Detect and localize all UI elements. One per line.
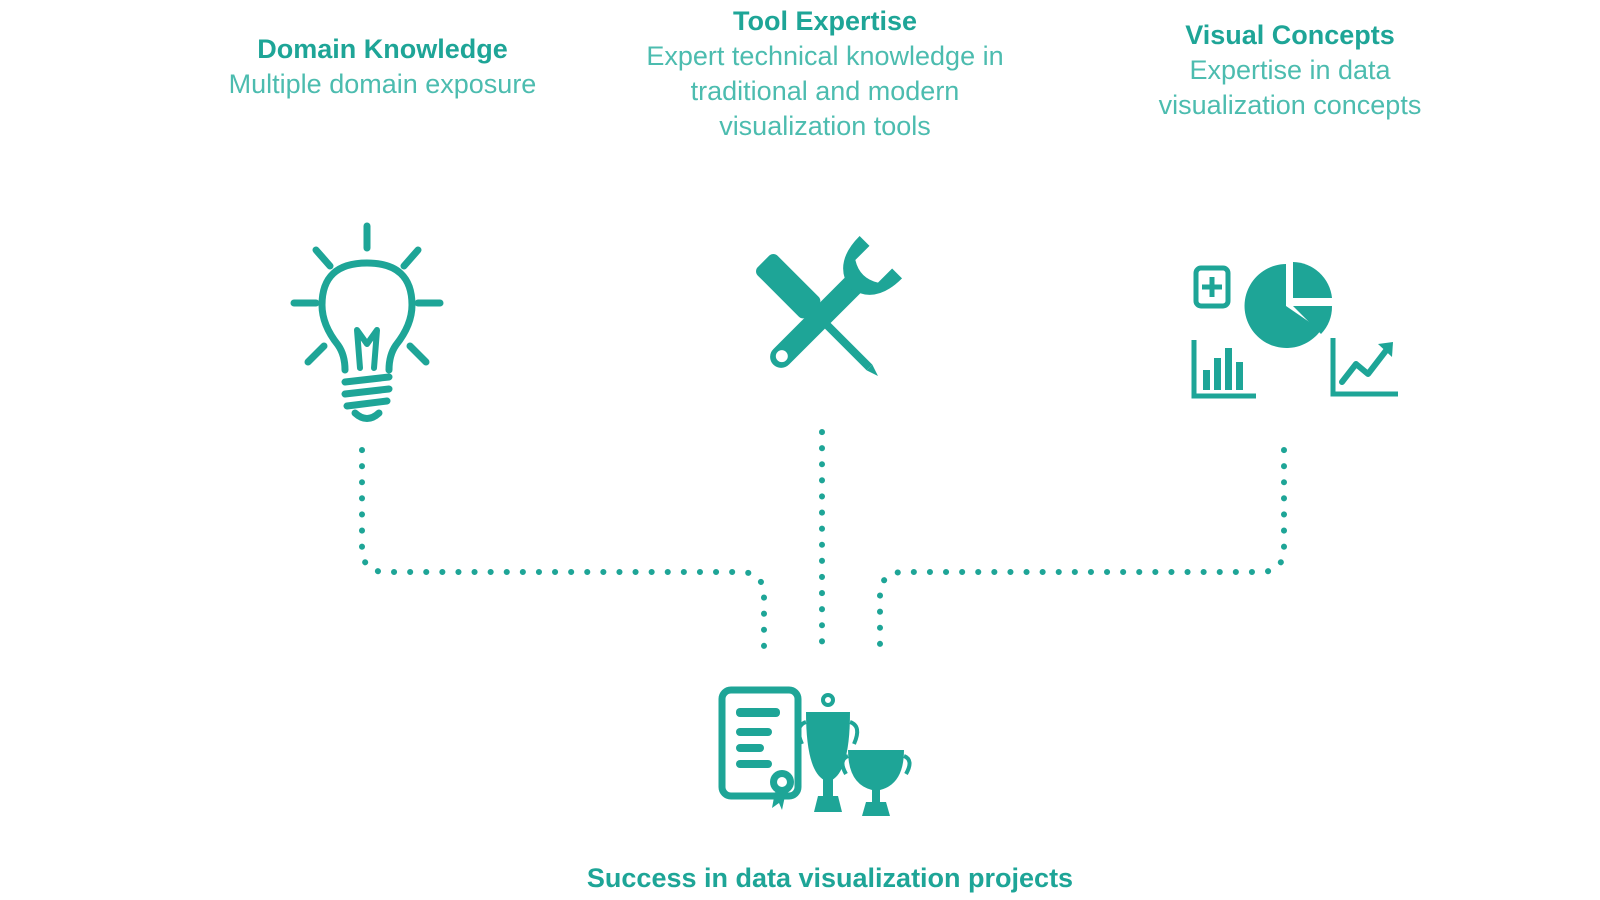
node-visual-concepts: Visual Concepts Expertise in data visual… bbox=[1100, 18, 1480, 123]
connector-visual bbox=[877, 447, 1287, 651]
outcome-label: Success in data visualization projects bbox=[586, 863, 1074, 893]
node-description: Multiple domain exposure bbox=[228, 69, 537, 100]
connector-domain bbox=[359, 447, 767, 651]
tools-icon bbox=[756, 235, 903, 376]
lightbulb-icon bbox=[290, 222, 444, 422]
node-description: Expert technical knowledge in traditiona… bbox=[646, 41, 1004, 142]
node-title: Domain Knowledge bbox=[257, 34, 508, 64]
charts-icon bbox=[1191, 262, 1398, 399]
node-title: Visual Concepts bbox=[1185, 20, 1395, 50]
node-title: Tool Expertise bbox=[732, 6, 918, 36]
node-description: Expertise in data visualization concepts bbox=[1158, 55, 1422, 121]
node-domain-knowledge: Domain Knowledge Multiple domain exposur… bbox=[210, 32, 555, 102]
node-tool-expertise: Tool Expertise Expert technical knowledg… bbox=[640, 4, 1010, 144]
certificate-trophy-icon bbox=[718, 686, 912, 816]
